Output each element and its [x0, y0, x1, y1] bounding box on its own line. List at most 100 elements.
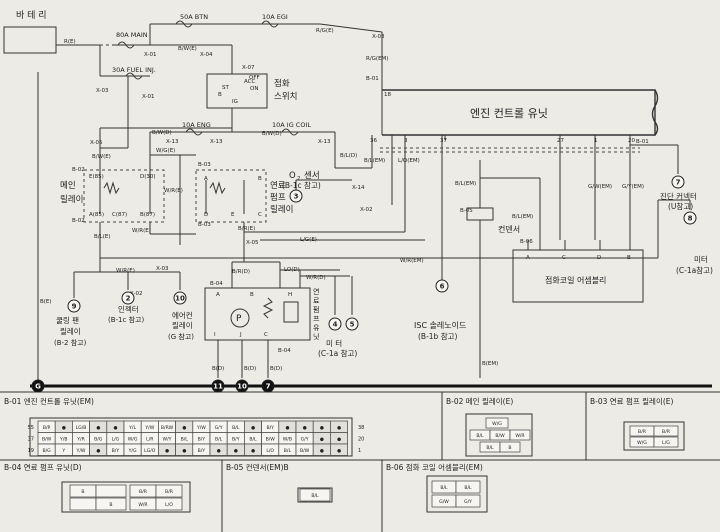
- label-conn-x01: X-01: [144, 52, 156, 58]
- b01-pin-label: ●: [320, 426, 324, 431]
- legend-b05-title: B-05 컨덴서(EM)B: [226, 462, 289, 472]
- b01-pin-label: ●: [113, 426, 117, 431]
- label-pump-i: I: [214, 332, 216, 338]
- legend-b01-title: B-01 엔진 컨트롤 유닛(EM): [4, 396, 94, 406]
- b01-pin-label: ●: [182, 449, 186, 454]
- b01-pin-label: ●: [337, 437, 341, 442]
- label-fuel-pump-unit-side-4: 프: [313, 315, 320, 323]
- label-aircon-2: 릴레이: [172, 320, 193, 330]
- label-conn-x03: X-03: [372, 34, 385, 40]
- label-pin-37: 37: [440, 138, 447, 144]
- b01-pin-label: ●: [337, 426, 341, 431]
- b01-pin-label: Y/G: [128, 448, 137, 454]
- label-wire-w-r-e: W/R(E): [164, 188, 183, 194]
- label-wire-bld: B/L(D): [340, 153, 357, 159]
- label-wire-l-g-e: L/G(E): [300, 237, 317, 243]
- ref-circle: 3: [289, 189, 303, 203]
- fuel-pump-unit-box: [204, 287, 311, 341]
- b01-pin-label: B/Y: [198, 436, 206, 442]
- label-ig-st: ST: [222, 85, 229, 91]
- label-ig-off: OFF: [249, 75, 260, 81]
- label-ignition-switch-1: 점화: [274, 78, 290, 89]
- b06-pin-label: B/L: [440, 485, 448, 491]
- b01-row-number-right: 1: [358, 448, 361, 454]
- b01-pin-label: B/W: [266, 436, 276, 442]
- label-wire-bwd: B/W(D): [152, 130, 172, 136]
- label-ig-on: ON: [250, 86, 258, 92]
- label-wire-b-e-rel: B(E): [40, 299, 52, 305]
- b04-pin-label: L/O: [165, 502, 173, 508]
- label-conn-b04b: B-04: [278, 348, 291, 354]
- b01-pin-label: ●: [165, 449, 169, 454]
- b02-pin-label: B: [508, 445, 511, 451]
- label-diag-connector-1: 진단 커넥터: [660, 191, 697, 201]
- ref-circle-ring: [261, 379, 275, 393]
- label-ecu: 엔진 컨트롤 유닛: [470, 107, 548, 120]
- b03-cell: [653, 425, 679, 437]
- b06-pin-label: B/L: [464, 485, 472, 491]
- b01-row-number-left: 37: [28, 437, 34, 443]
- b01-pin-label: W/G: [128, 436, 138, 442]
- b01-pin-label: Y/L: [128, 425, 136, 431]
- ref-circle: 10: [235, 379, 249, 393]
- label-coil-b: B: [627, 255, 631, 261]
- label-conn-b02: B-02: [72, 167, 85, 173]
- label-fuel-pump-relay-3: 릴레이: [270, 204, 293, 215]
- label-wire-g-y-em: G/Y(EM): [622, 184, 644, 190]
- label-wire-b-w-e: B/W(E): [92, 154, 111, 160]
- ref-circle-number: 8: [688, 215, 693, 223]
- label-fuse-ig-coil: 10A IG COIL: [272, 121, 311, 129]
- label-wire-w-g-e: W/G(E): [156, 148, 175, 154]
- b01-pin-label: B/W: [300, 448, 310, 454]
- b01-pin-label: ●: [96, 426, 100, 431]
- ref-circle: G: [31, 379, 45, 393]
- ref-circle-number: 6: [440, 283, 445, 291]
- ref-circle: 11: [211, 379, 225, 393]
- b01-pin-label: B/L: [232, 425, 240, 431]
- label-o2-sensor-3: (B-1c 참고): [282, 180, 321, 190]
- label-conn-x04: X-04: [200, 52, 213, 58]
- b01-pin-label: ●: [251, 426, 255, 431]
- label-wire-l-o-em: L/O(EM): [398, 158, 420, 164]
- label-pin-36: 36: [370, 138, 377, 144]
- b04-pin-label: B/R: [139, 489, 148, 495]
- b02-cell: [499, 441, 521, 453]
- label-wire-b-em: B(EM): [482, 361, 498, 367]
- label-conn-b01: B-01: [366, 76, 379, 82]
- label-pump-j: J: [239, 332, 242, 338]
- ref-circle: 5: [345, 317, 359, 331]
- b05-pin-label: B/L: [311, 493, 319, 499]
- b02-pin-label: B/L: [476, 433, 484, 439]
- label-conn-x05b: X-05: [246, 240, 259, 246]
- b02-cell: [485, 417, 509, 429]
- ref-circle: 7: [261, 379, 275, 393]
- label-wire-b-r-e: B/R(E): [238, 226, 255, 232]
- b03-cell: [653, 436, 679, 448]
- label-fuel-pump-relay-1: 연료: [270, 181, 286, 191]
- b03-pin-label: L/G: [662, 440, 670, 446]
- b01-row-number-right: 20: [358, 437, 364, 443]
- b01-pin-label: ●: [285, 426, 289, 431]
- label-conn-b03: B-03: [198, 162, 211, 168]
- label-ignition-switch-2: 스위치: [274, 92, 297, 102]
- label-ig-ig: IG: [232, 99, 238, 105]
- label-wire-b-l-e: B/L(E): [94, 234, 110, 240]
- label-wire-bw-d2: B/W(D): [262, 131, 282, 137]
- label-relay-c: C: [258, 212, 262, 218]
- label-relay-d: D: [204, 212, 208, 218]
- ref-circle-number: 7: [676, 179, 681, 187]
- label-wire-b-r-d: B/R(D): [232, 269, 250, 275]
- b01-pin-label: L/R: [146, 436, 154, 442]
- label-main-relay-1: 메인: [60, 180, 76, 191]
- ref-circle-ring: [671, 175, 685, 189]
- b01-pin-label: W/B: [283, 436, 292, 442]
- b01-cell: [330, 443, 348, 456]
- b02-pin-label: B/L: [486, 445, 494, 451]
- label-isc-2: (B-1b 참고): [418, 331, 457, 341]
- b01-pin-label: ●: [320, 437, 324, 442]
- b01-pin-label: ●: [234, 449, 238, 454]
- b01-row-number-left: 19: [28, 448, 34, 454]
- ref-circle-number: G: [35, 383, 41, 391]
- label-wire-r-e: R(E): [64, 39, 76, 45]
